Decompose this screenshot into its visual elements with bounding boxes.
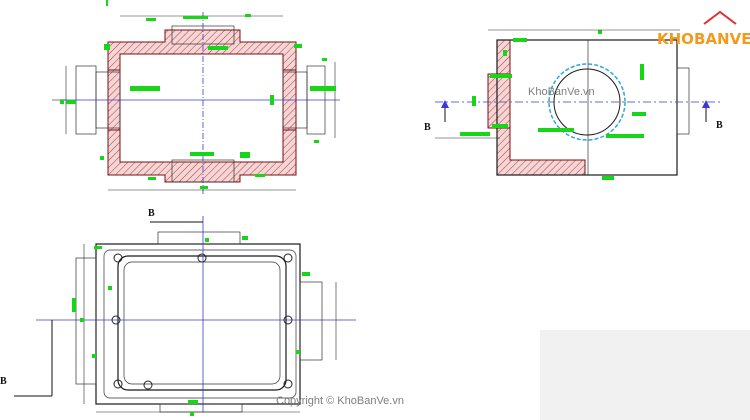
watermark-copyright: Copyright © KhoBanVe.vn — [276, 395, 404, 407]
bolt-holes — [111, 253, 293, 390]
section-label-b-right: B — [716, 120, 723, 131]
plan-flange-outline — [103, 249, 297, 399]
plan-bottom-boss — [159, 403, 243, 413]
dimension-markers-bottom-left — [72, 236, 310, 416]
bore-circle-outer — [548, 63, 626, 141]
plan-outer-outline — [95, 243, 301, 405]
khobanve-logo: KHO BANVE — [657, 10, 750, 48]
logo-text-banve: BANVE — [694, 30, 750, 48]
plan-left-boss — [75, 257, 97, 385]
dimension-markers-top-left — [60, 0, 336, 189]
housing-wall-left — [107, 29, 297, 71]
top-left-section-view — [52, 0, 340, 195]
top-right-section-view: B B — [424, 29, 723, 180]
section-arrow-left — [441, 100, 449, 122]
bottom-left-plan-view: B B — [0, 208, 356, 416]
section-label-b-top: B — [148, 208, 155, 219]
title-block-ghost — [540, 330, 750, 420]
watermark-center: KhoBanVe.vn — [528, 86, 595, 98]
side-flange — [676, 67, 690, 135]
side-boss-hatched — [487, 73, 511, 129]
plan-inner-opening — [117, 255, 287, 391]
section-label-b-left: B — [424, 122, 431, 133]
section-label-b-bottom: B — [0, 376, 7, 387]
plan-right-boss — [299, 281, 323, 361]
dimension-markers-top-right — [460, 30, 646, 180]
plan-top-boss — [157, 231, 241, 245]
logo-text-kho: KHO — [657, 30, 694, 48]
logo-roof-icon — [703, 10, 737, 25]
section-arrow-right — [702, 100, 710, 122]
side-body-outline — [496, 39, 678, 176]
housing-wall-bottom — [107, 129, 297, 183]
